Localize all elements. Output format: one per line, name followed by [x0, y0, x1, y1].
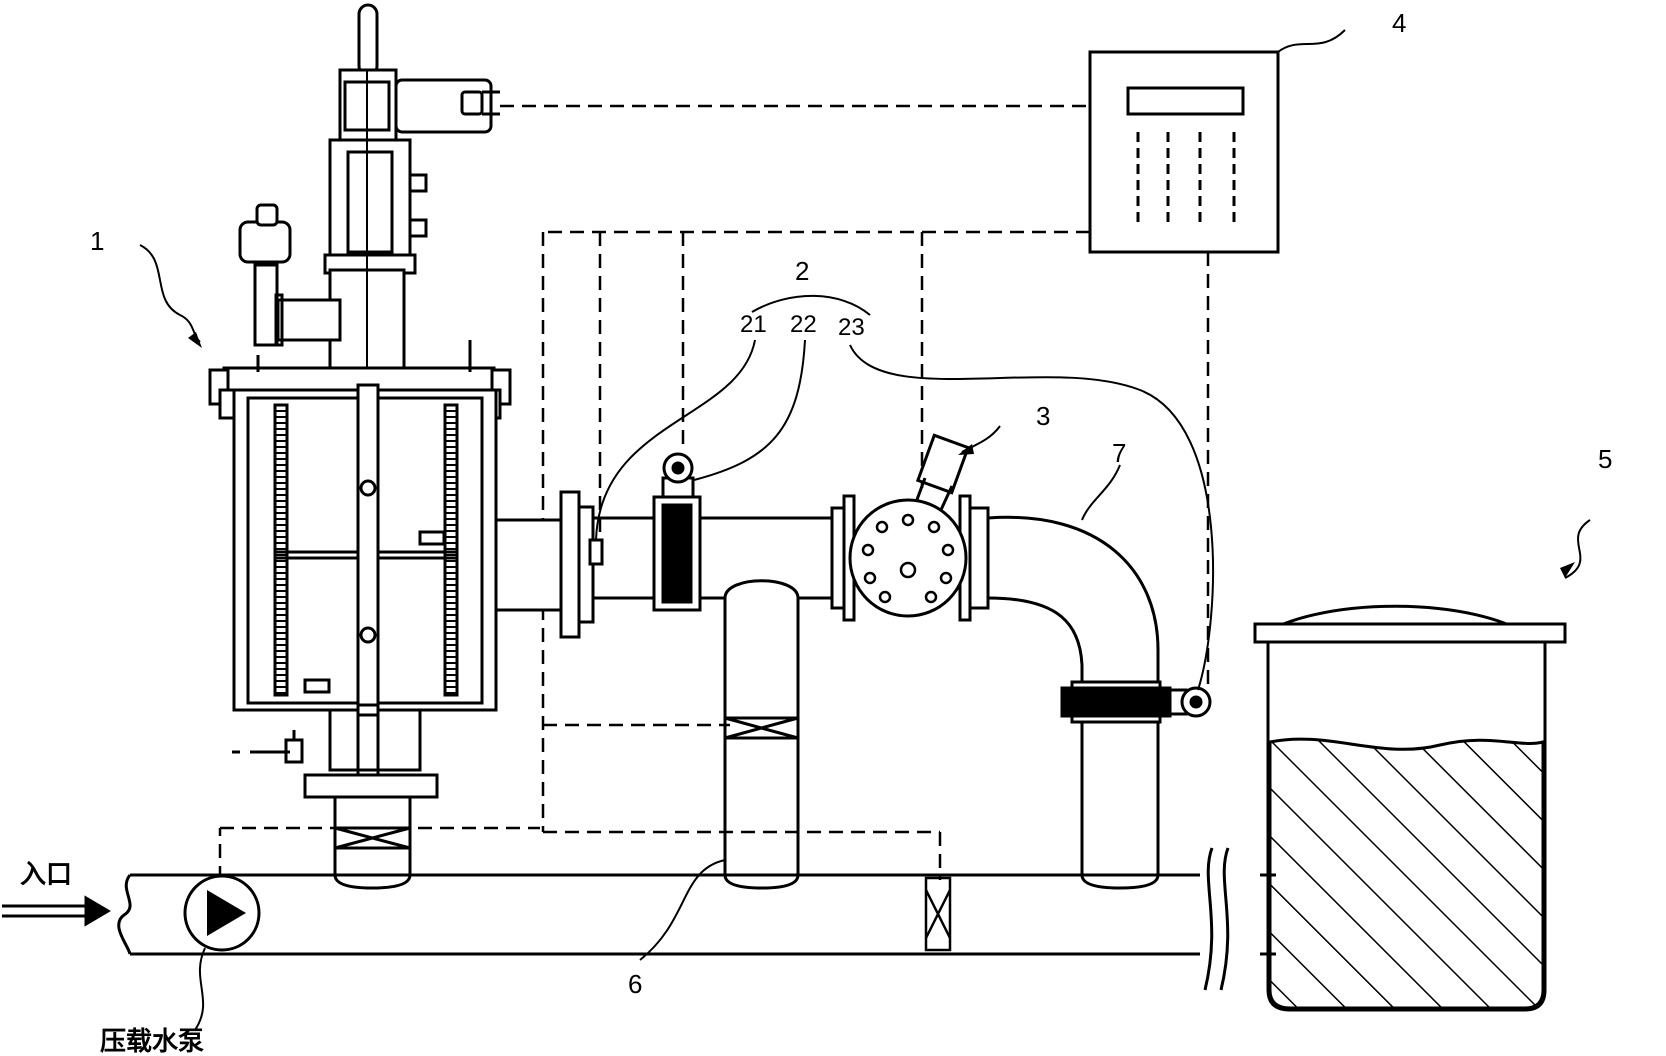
pump-leader: [194, 947, 206, 1031]
controller-label: 4: [1392, 8, 1406, 38]
reactor-unit: [848, 433, 971, 618]
sensor-23-unit: [1060, 680, 1212, 724]
ballast-tank: [1253, 604, 1567, 1012]
pump-icon: [183, 874, 261, 952]
reactor-label: 3: [1036, 401, 1050, 431]
sensor-22-unit: [652, 452, 702, 612]
filter-inlet-branch: [333, 797, 412, 890]
flow-arrow-icon: [2, 895, 111, 927]
pipe-7-label: 7: [1112, 438, 1126, 468]
filter-unit: [208, 3, 512, 799]
filter-label: 1: [90, 226, 104, 256]
controller-box: [1088, 50, 1280, 254]
outlet-pipe: [494, 490, 1160, 890]
sensor-23-label: 23: [838, 314, 865, 341]
pipe-6-label: 6: [628, 969, 642, 999]
sensor-22-label: 22: [790, 311, 817, 338]
sensor-21-label: 21: [740, 311, 767, 338]
pump-label: 压载水泵: [100, 1027, 204, 1056]
sensor-group-label: 2: [795, 256, 809, 286]
tank-label: 5: [1598, 444, 1612, 474]
sensor-leaders: [595, 339, 1215, 691]
inlet-label: 入口: [20, 860, 72, 890]
sensor-21-probe: [588, 538, 604, 566]
valve-icon: [924, 876, 952, 952]
pipe-break-icon: [1203, 847, 1230, 991]
